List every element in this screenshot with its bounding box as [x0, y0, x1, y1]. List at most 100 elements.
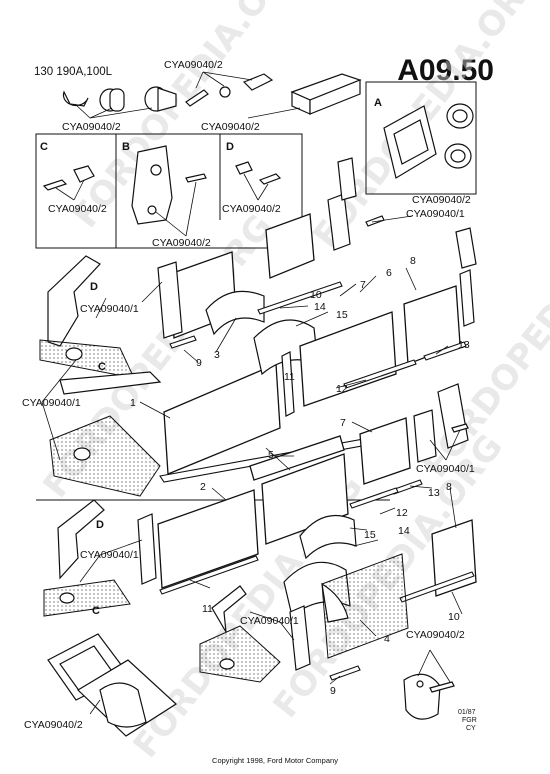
callout-8: 8 [446, 481, 452, 493]
quarter-piece-right-upper [455, 227, 477, 269]
callout-2: 2 [200, 481, 206, 493]
callout-9: 9 [196, 357, 202, 369]
code-label: CYA09040/2 [201, 121, 260, 133]
letter-a: A [374, 97, 382, 109]
strip-13-upper [423, 341, 467, 361]
callout-5: 5 [268, 449, 274, 461]
callout-1: 1 [130, 397, 136, 409]
panel-2 [157, 489, 259, 589]
detail-b-bracket [131, 145, 207, 237]
detail-c-clip [42, 165, 95, 201]
code-label: CYA09040/2 [412, 194, 471, 206]
code-label: CYA09040/2 [62, 121, 121, 133]
c-pillar-trim-upper [39, 339, 135, 379]
bracket-right-mid [413, 409, 437, 463]
detail-d-clip [235, 161, 282, 201]
code-label: CYA09040/2 [164, 59, 223, 71]
model-label: 130 190A,100L [34, 66, 113, 78]
bracket-left-upper [157, 261, 183, 339]
upper-trim-assembly [39, 157, 477, 497]
push-clip-3-body [157, 87, 177, 112]
strip-9-lower [329, 665, 361, 681]
d-pillar-trim-lower-2 [211, 585, 247, 633]
callout-numbers: 1 2 3 4 5 6 7 7 8 8 9 9 10 10 11 11 12 1… [130, 255, 470, 697]
lower-trim-assembly [43, 453, 477, 737]
clip-nut-1 [242, 73, 274, 91]
push-clip-1 [62, 90, 89, 107]
c-pillar-trim-lower [43, 579, 131, 617]
screw-mid [451, 423, 469, 433]
leader-lines [41, 215, 463, 715]
panel-8-upper [403, 285, 461, 365]
letter-d: D [90, 281, 98, 293]
callout-11: 11 [202, 603, 213, 615]
callout-15: 15 [364, 529, 376, 541]
code-label: CYA09040/2 [24, 719, 83, 731]
part-code-labels: CYA09040/2 CYA09040/2 CYA09040/2 CYA0904… [22, 59, 475, 731]
svg-text:FORDOPEDIA.ORG: FORDOPEDIA.ORG [66, 0, 311, 236]
svg-text:CY: CY [466, 725, 476, 732]
svg-text:01/87: 01/87 [458, 709, 476, 716]
quarter-piece-mid [437, 383, 469, 449]
screw-knob [429, 681, 455, 693]
code-label: CYA09040/1 [406, 208, 465, 220]
code-label: CYA09040/1 [80, 303, 139, 315]
edge-piece-right-upper [459, 269, 475, 327]
letter-c: C [40, 141, 48, 153]
callout-15: 15 [336, 309, 348, 321]
code-label: CYA09040/1 [80, 549, 139, 561]
drawing-code: 01/87 FGR CY [458, 709, 477, 732]
svg-text:FGR: FGR [462, 717, 477, 724]
panel-1 [163, 363, 281, 475]
washer-1 [219, 86, 231, 98]
panel-4 [321, 553, 409, 659]
lower-quarter-trim-lower [199, 625, 281, 683]
code-label: CYA09040/1 [22, 397, 81, 409]
panel-7-mid [359, 417, 411, 485]
callout-7: 7 [360, 279, 366, 291]
callout-13: 13 [428, 487, 440, 499]
letter-d: D [96, 519, 104, 531]
screw-small-1 [185, 89, 209, 107]
copyright-text: Copyright 1998, Ford Motor Company [212, 756, 338, 765]
push-clip-2-body [109, 88, 125, 112]
callout-6: 6 [386, 267, 392, 279]
seal-strip-top [247, 73, 362, 119]
panel-6 [299, 311, 397, 407]
code-label: CYA09040/2 [222, 203, 281, 215]
callout-8: 8 [410, 255, 416, 267]
code-label: CYA09040/2 [152, 237, 211, 249]
callout-12: 12 [396, 507, 408, 519]
detail-frame-cbd [35, 133, 303, 249]
detail-frame-a [365, 81, 477, 195]
d-pillar-trim-lower [57, 499, 105, 580]
upper-panel-b [265, 213, 315, 279]
wheel-arch-14 [299, 514, 357, 560]
knob-cover [403, 673, 441, 720]
callout-10: 10 [448, 611, 460, 623]
pillar-11-upper [281, 351, 295, 417]
code-label: CYA09040/1 [416, 463, 475, 475]
callout-14: 14 [314, 301, 326, 313]
panel-5 [249, 435, 345, 481]
callout-4: 4 [384, 633, 390, 645]
callout-12: 12 [336, 383, 348, 395]
strip-9-upper [169, 335, 197, 349]
letter-c: C [92, 605, 100, 617]
code-label: CYA09040/1 [240, 615, 299, 627]
callout-10: 10 [310, 289, 322, 301]
callout-13: 13 [458, 339, 470, 351]
callout-9: 9 [330, 685, 336, 697]
strip-10-upper [257, 281, 343, 315]
code-label: CYA09040/2 [48, 203, 107, 215]
quarter-piece-upper [337, 157, 357, 201]
code-label: CYA09040/2 [406, 629, 465, 641]
bracket-left-lower [137, 513, 157, 585]
d-pillar-trim-upper [47, 255, 101, 347]
callout-11: 11 [284, 371, 295, 383]
strip-11-lower [159, 555, 259, 595]
letter-c: C [98, 361, 106, 373]
callout-7: 7 [340, 417, 346, 429]
